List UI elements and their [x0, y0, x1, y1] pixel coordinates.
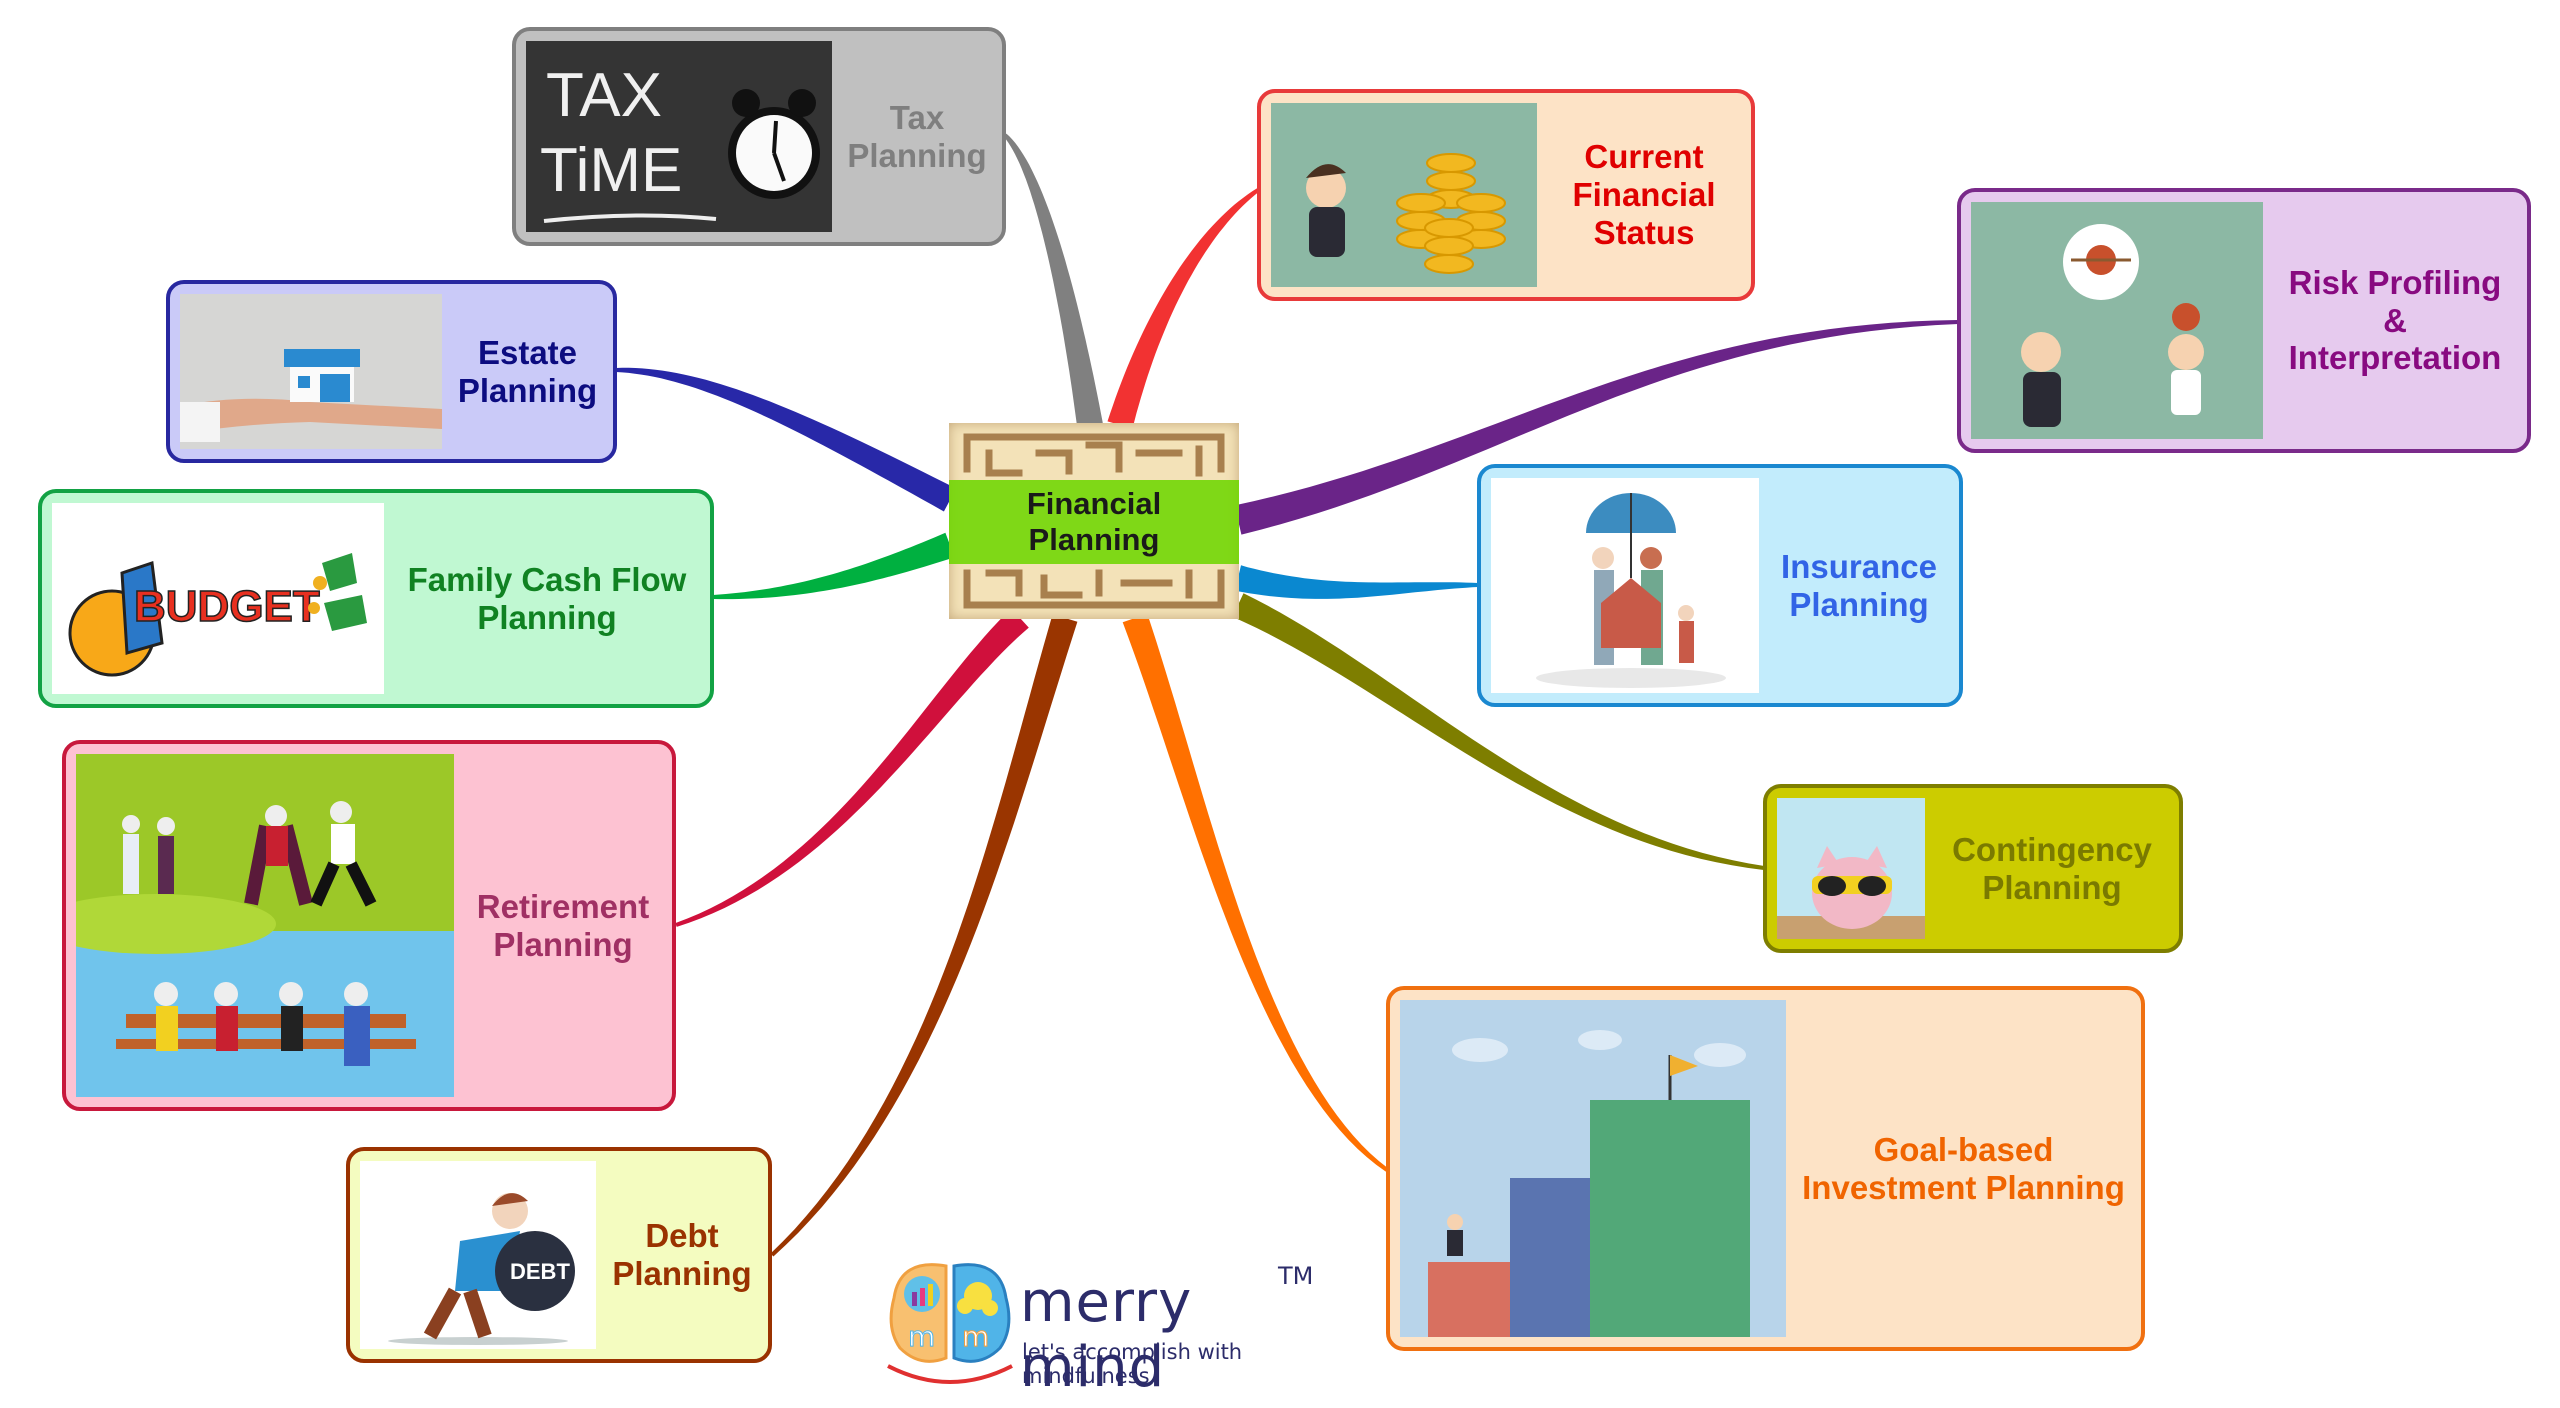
logo-tagline: let's accomplish with mindfulness — [1022, 1340, 1243, 1388]
businessman-coins-image — [1271, 103, 1537, 287]
central-node[interactable]: Financial Planning — [949, 423, 1239, 619]
connector-contingency — [1232, 593, 1765, 870]
node-family-cash-flow[interactable]: BUDGET Family Cash Flow Planning — [38, 489, 714, 708]
connector-tax — [1003, 133, 1103, 428]
central-node-title: Financial Planning — [949, 480, 1239, 564]
node-current-financial-status[interactable]: Current Financial Status — [1257, 89, 1755, 301]
hands-house-image — [180, 294, 442, 449]
node-insurance-label: Insurance Planning — [1781, 547, 1937, 623]
node-estate-planning[interactable]: Estate Planning — [166, 280, 617, 463]
svg-text:TiME: TiME — [540, 136, 682, 205]
node-estate-label: Estate Planning — [457, 333, 598, 409]
node-family-label: Family Cash Flow Planning — [407, 560, 687, 636]
connector-family — [712, 532, 955, 600]
logo-trademark: TM — [1278, 1262, 1314, 1290]
node-tax-label: Tax Planning — [847, 98, 987, 174]
archer-apple-image — [1971, 202, 2263, 439]
node-contingency-planning[interactable]: Contingency Planning — [1763, 784, 2183, 953]
connector-current — [1107, 188, 1260, 429]
node-contingency-label: Contingency Planning — [1952, 830, 2152, 906]
connector-estate — [616, 367, 957, 512]
connector-insurance — [1235, 565, 1478, 599]
brain-logo-icon: m m — [887, 1263, 1013, 1384]
svg-text:BUDGET: BUDGET — [134, 582, 320, 631]
node-debt-label: Debt Planning — [612, 1217, 752, 1292]
connector-debt — [770, 614, 1078, 1257]
node-goal-label: Goal-based Investment Planning — [1802, 1130, 2125, 1206]
merry-mind-logo: m m merry mind TM let's accomplish with … — [880, 1248, 1320, 1400]
node-retirement-planning[interactable]: Retirement Planning — [62, 740, 676, 1111]
piggy-bank-image — [1777, 798, 1925, 939]
node-tax-planning[interactable]: TAX TiME Tax Planning — [512, 27, 1006, 246]
logo-brand-name: merry mind — [1020, 1270, 1193, 1400]
svg-text:TAX: TAX — [546, 61, 662, 130]
connector-retirement — [675, 608, 1029, 927]
node-risk-label: Risk Profiling & Interpretation — [2288, 263, 2502, 377]
family-umbrella-image — [1491, 478, 1759, 693]
seniors-park-image — [76, 754, 454, 1097]
connector-goal — [1122, 613, 1389, 1172]
node-risk-profiling[interactable]: Risk Profiling & Interpretation — [1957, 188, 2531, 453]
svg-text:m: m — [962, 1320, 989, 1353]
debt-ball-image: DEBT — [360, 1161, 596, 1349]
node-insurance-planning[interactable]: Insurance Planning — [1477, 464, 1963, 707]
stairs-flag-image — [1400, 1000, 1786, 1337]
node-retirement-label: Retirement Planning — [476, 887, 650, 963]
node-current-label: Current Financial Status — [1572, 138, 1716, 251]
svg-text:DEBT: DEBT — [510, 1259, 570, 1284]
node-debt-planning[interactable]: DEBT Debt Planning — [346, 1147, 772, 1363]
svg-text:m: m — [908, 1320, 935, 1353]
node-goal-based-investment[interactable]: Goal-based Investment Planning — [1386, 986, 2145, 1351]
connector-risk — [1234, 320, 1959, 535]
maze-background — [963, 433, 1225, 609]
tax-time-image: TAX TiME — [526, 41, 832, 232]
budget-image: BUDGET — [52, 503, 384, 694]
